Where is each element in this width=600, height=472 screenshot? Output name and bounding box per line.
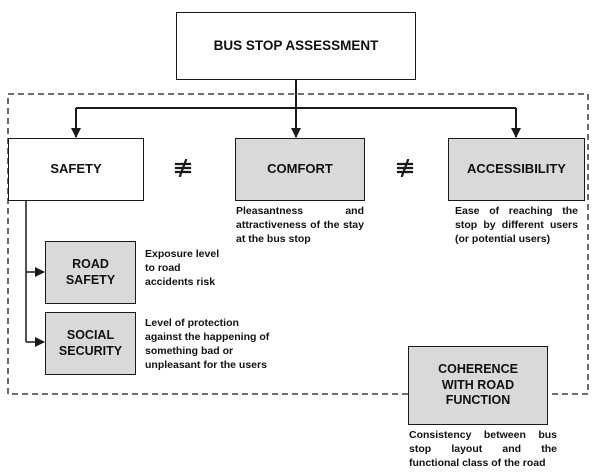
not-equal-symbol-icon [396, 159, 414, 177]
social-security-box: SOCIAL SECURITY [45, 312, 136, 375]
road-safety-box: ROAD SAFETY [45, 241, 136, 304]
comfort-label: COMFORT [267, 161, 333, 177]
safety-subcriteria-connectors [25, 200, 45, 347]
coherence-box: COHERENCE WITH ROAD FUNCTION [408, 346, 548, 425]
coherence-label: COHERENCE WITH ROAD FUNCTION [438, 362, 518, 408]
title-label: BUS STOP ASSESSMENT [213, 37, 379, 53]
title-connectors [71, 80, 521, 138]
social-security-description: Level of protection against the happenin… [145, 317, 270, 371]
accessibility-box: ACCESSIBILITY [448, 138, 585, 201]
road-safety-label: ROAD SAFETY [65, 256, 116, 287]
social-security-label: SOCIAL SECURITY [58, 327, 123, 358]
accessibility-description: Ease of reaching the stop by different u… [455, 205, 578, 245]
accessibility-label: ACCESSIBILITY [467, 161, 566, 177]
safety-label: SAFETY [50, 161, 102, 177]
not-equal-symbol-icon [174, 159, 192, 177]
safety-box: SAFETY [8, 138, 144, 201]
comfort-box: COMFORT [235, 138, 365, 201]
title-box: BUS STOP ASSESSMENT [176, 12, 416, 80]
coherence-description: Consistency between bus stop layout and … [409, 429, 557, 469]
comfort-description: Pleasantness and attractiveness of the s… [236, 205, 364, 245]
dashed-boundary [7, 93, 589, 395]
road-safety-description: Exposure level to road accidents risk [145, 248, 220, 288]
